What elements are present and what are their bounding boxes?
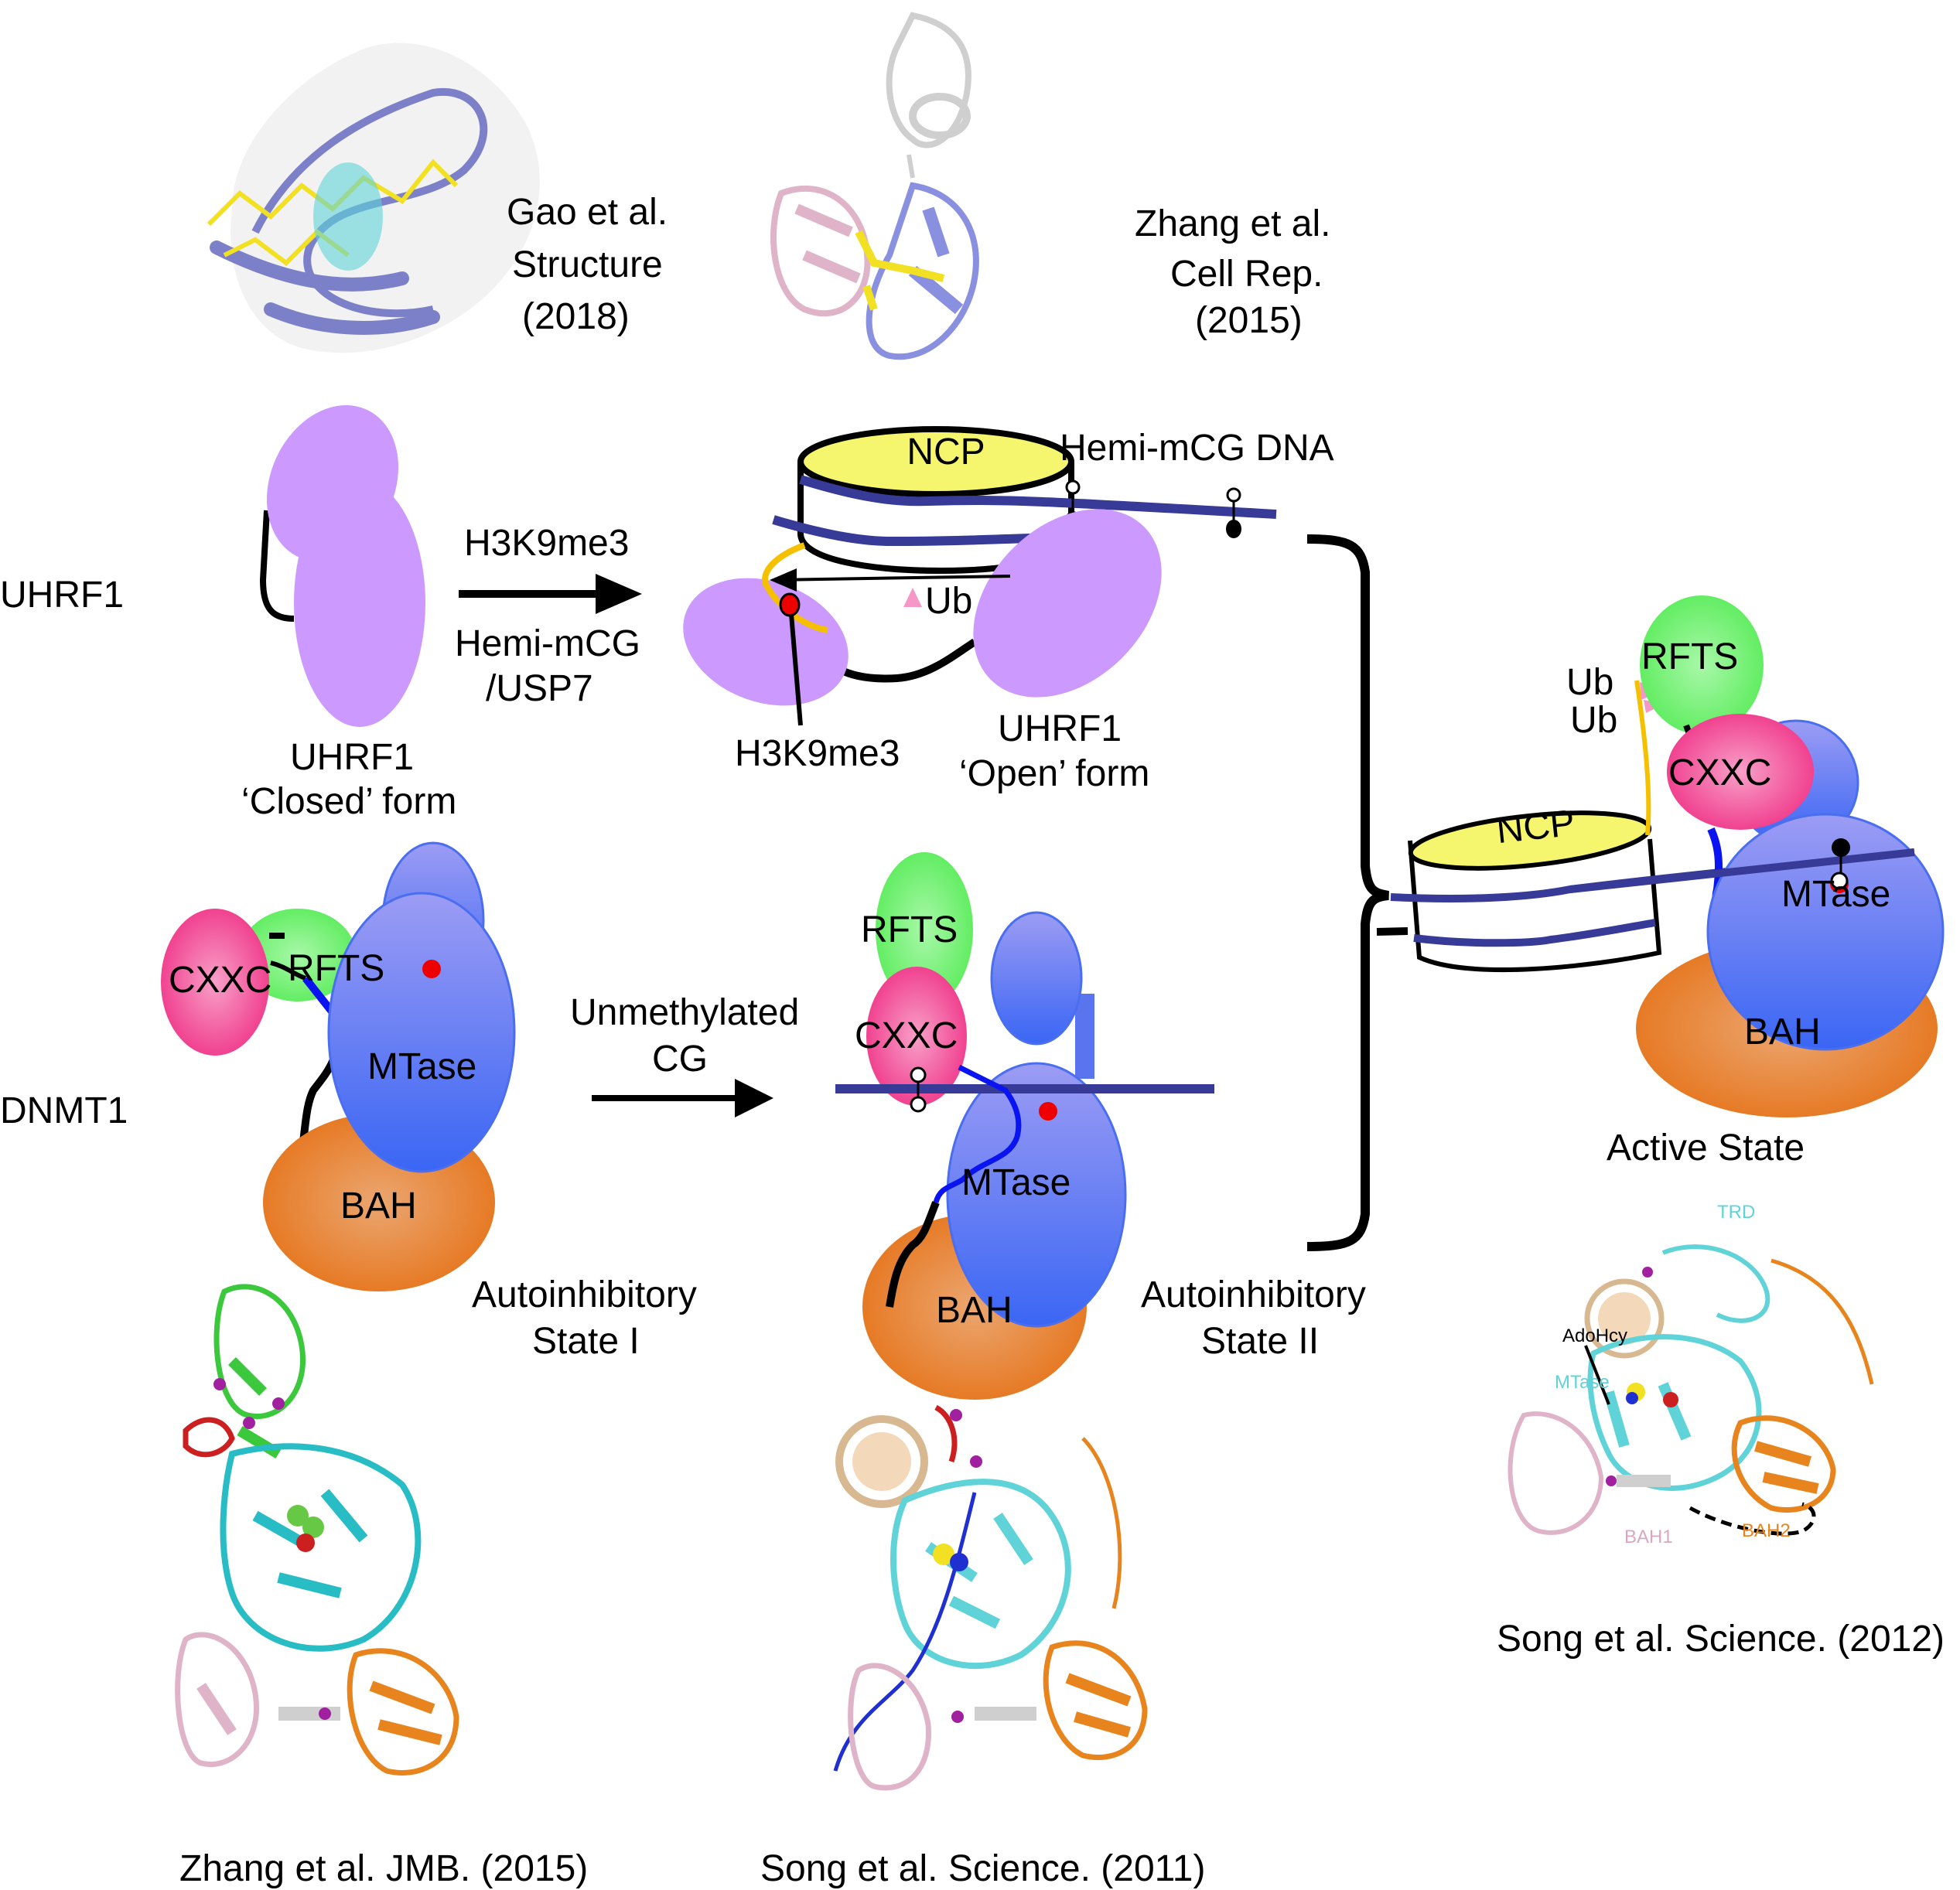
arrow-label-usp7: /USP7 (486, 668, 593, 709)
state1-label-line2: State I (532, 1321, 640, 1362)
arrow-label-unmethylated: Unmethylated (570, 992, 799, 1033)
state2-cxxc-label: CXXC (855, 1015, 958, 1056)
arrow-label-cg: CG (652, 1039, 708, 1080)
zhang-cellrep-structure-image (770, 12, 979, 360)
song-2011-reference: Song et al. Science. (2011) (760, 1848, 1205, 1889)
uhrf1-open-form (683, 426, 1277, 726)
ncp-top (797, 426, 1074, 497)
active-rfts-label: RFTS (1641, 636, 1738, 677)
active-ncp-label: NCP (1494, 803, 1576, 851)
adohcy-label: AdoHcy (1562, 1325, 1627, 1346)
active-ub-label-2: Ub (1570, 700, 1617, 741)
zhang-cellrep-line2: Cell Rep. (1170, 254, 1323, 295)
state2-label-line2: State II (1201, 1321, 1319, 1362)
zhang-cellrep-line1: Zhang et al. (1135, 203, 1331, 244)
bah2-label: BAH2 (1742, 1520, 1791, 1541)
gao-reference: Gao et al. Structure (2018) (507, 192, 668, 337)
active-cxxc-label: CXXC (1668, 752, 1771, 793)
uhrf1-transition-arrow (459, 574, 642, 614)
autoinhibitory-state-2-complex (835, 852, 1214, 1400)
arrow-label-hemi-mcg: Hemi-mCG (455, 623, 640, 664)
song-2012-structure-image (1508, 1244, 1874, 1536)
zhang-cellrep-line3: (2015) (1195, 300, 1303, 341)
gao-ref-line1: Gao et al. (507, 192, 668, 233)
structure-mtase-label: MTase (1555, 1372, 1610, 1393)
hemi-mcg-dna-label: Hemi-mCG DNA (1060, 428, 1334, 469)
active-state-complex (1376, 595, 1945, 1117)
zhang-jmb-reference: Zhang et al. JMB. (2015) (179, 1848, 588, 1889)
active-state-label: Active State (1607, 1128, 1805, 1168)
gao-ref-line3: (2018) (522, 296, 630, 337)
active-bah-label: BAH (1744, 1012, 1821, 1052)
curly-bracket (1306, 534, 1390, 1251)
state2-bah-label: BAH (936, 1290, 1012, 1331)
state1-mtase-label: MTase (367, 1046, 476, 1087)
gao-ref-line2: Structure (512, 244, 663, 285)
zhang-jmb-structure-image (175, 1284, 459, 1776)
h3k9me3-pointer-label: H3K9me3 (735, 733, 900, 774)
state1-bah-label: BAH (340, 1186, 417, 1226)
state2-mtase-label: MTase (961, 1162, 1070, 1203)
trd-label: TRD (1717, 1202, 1755, 1223)
gao-structure-image (207, 43, 540, 353)
zhang-cellrep-reference: Zhang et al. Cell Rep. (2015) (1135, 203, 1331, 341)
hemi-methyl-site-2 (1226, 487, 1241, 538)
arrow-label-h3k9me3: H3K9me3 (464, 523, 629, 564)
state1-label-line1: Autoinhibitory (472, 1274, 697, 1315)
song-2012-reference: Song et al. Science. (2012) (1497, 1619, 1945, 1660)
ub-triangle-icon (903, 588, 922, 607)
row-label-uhrf1: UHRF1 (0, 575, 124, 616)
h3k9me3-mark (779, 592, 801, 617)
song-2011-structure-image (833, 1404, 1148, 1791)
uhrf1-closed-form (259, 405, 425, 727)
closed-form-line1: UHRF1 (290, 737, 414, 778)
state1-cxxc-label: CXXC (169, 960, 271, 1001)
state2-rfts-label: RFTS (861, 909, 958, 950)
active-mtase-label: MTase (1781, 874, 1890, 915)
row-label-dnmt1: DNMT1 (0, 1090, 128, 1131)
closed-form-line2: ‘Closed’ form (241, 781, 456, 822)
hemi-mcg-dna-strand (799, 475, 1277, 519)
open-form-line2: ‘Open’ form (959, 753, 1149, 794)
ub-label: Ub (925, 581, 972, 622)
ncp-label-top: NCP (907, 432, 985, 472)
autoinhibitory-state-1-complex (161, 841, 516, 1291)
dnmt1-transition-arrow (592, 1079, 773, 1117)
bah1-label: BAH1 (1624, 1527, 1673, 1547)
state1-rfts-label: RFTS (288, 948, 384, 989)
state2-label-line1: Autoinhibitory (1141, 1274, 1366, 1315)
adohcy-pointer (1584, 1345, 1610, 1405)
open-form-line1: UHRF1 (998, 708, 1122, 749)
active-ub-label-1: Ub (1566, 662, 1613, 703)
